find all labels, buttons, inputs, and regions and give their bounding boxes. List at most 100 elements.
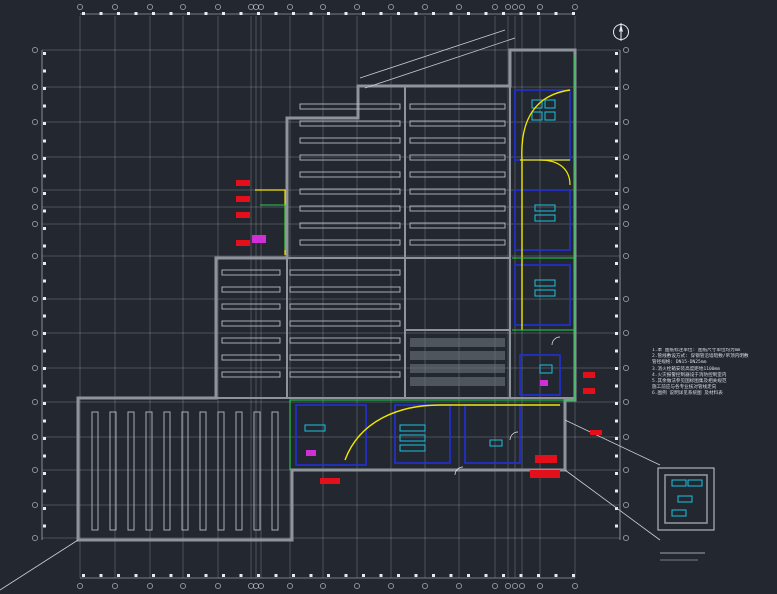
shelf-row bbox=[409, 222, 506, 229]
axis-bubble bbox=[623, 187, 629, 193]
fire-equipment bbox=[583, 372, 595, 378]
dimension-tick bbox=[43, 122, 46, 125]
fire-equipment bbox=[236, 212, 250, 218]
dimension-tick bbox=[615, 279, 618, 283]
axis-bubble bbox=[32, 154, 38, 160]
shelf-row bbox=[221, 286, 281, 293]
equipment-unit bbox=[531, 111, 543, 121]
axis-bubble bbox=[32, 502, 38, 508]
dimension-tick bbox=[187, 574, 190, 577]
fire-equipment bbox=[530, 470, 560, 478]
axis-bubble bbox=[505, 4, 511, 10]
hatched-slab bbox=[410, 377, 505, 386]
dimension-tick bbox=[344, 574, 348, 577]
axis-bubble bbox=[623, 399, 629, 405]
dimension-tick bbox=[449, 574, 453, 577]
equipment-room bbox=[394, 404, 451, 464]
dimension-tick bbox=[43, 507, 46, 510]
dimension-tick bbox=[43, 349, 46, 353]
pipe-run bbox=[521, 89, 571, 330]
fire-equipment bbox=[590, 430, 602, 435]
vertical-rack bbox=[235, 411, 243, 531]
detail-unit bbox=[677, 495, 693, 503]
dimension-tick bbox=[169, 12, 173, 15]
shelf-row bbox=[289, 286, 401, 293]
axis-bubble bbox=[32, 535, 38, 541]
dimension-tick bbox=[362, 574, 365, 577]
dimension-tick bbox=[43, 419, 46, 423]
axis-bubble bbox=[320, 4, 326, 10]
vertical-rack bbox=[181, 411, 189, 531]
vertical-rack bbox=[145, 411, 153, 531]
axis-bubble bbox=[32, 84, 38, 90]
dimension-tick bbox=[615, 122, 618, 125]
dimension-tick bbox=[572, 12, 575, 15]
dimension-tick bbox=[414, 574, 418, 577]
dimension-tick bbox=[554, 12, 558, 15]
dimension-tick bbox=[187, 12, 190, 15]
axis-bubble bbox=[623, 365, 629, 371]
vertical-rack bbox=[91, 411, 99, 531]
dimension-tick bbox=[43, 454, 46, 458]
hatched-slab bbox=[410, 351, 505, 360]
axis-bubble bbox=[32, 296, 38, 302]
rack-fixtures bbox=[91, 103, 506, 531]
shelf-row bbox=[299, 137, 401, 144]
equipment-unit bbox=[544, 111, 556, 121]
shelf-row bbox=[221, 269, 281, 276]
dimension-tick bbox=[397, 574, 400, 577]
dimension-tick bbox=[615, 437, 618, 440]
shelf-row bbox=[409, 137, 506, 144]
pipe-run bbox=[255, 189, 286, 255]
axis-bubble bbox=[112, 4, 118, 10]
axis-bubble bbox=[147, 583, 153, 589]
shelf-row bbox=[299, 188, 401, 195]
design-note-line: 2.管线敷设方式: 穿钢管沿墙暗敷/吊顶内明敷 bbox=[652, 354, 749, 360]
axis-bubble bbox=[512, 583, 518, 589]
dimension-tick bbox=[615, 472, 618, 475]
shelf-row bbox=[409, 205, 506, 212]
dimension-tick bbox=[379, 12, 383, 15]
axis-bubble bbox=[354, 4, 360, 10]
special-fixture bbox=[252, 235, 266, 243]
equipment-unit bbox=[399, 444, 426, 452]
dimension-tick bbox=[274, 574, 278, 577]
axis-bubble bbox=[32, 467, 38, 473]
shelf-row bbox=[289, 371, 401, 378]
dimension-tick bbox=[43, 262, 46, 265]
dimension-tick bbox=[43, 367, 46, 370]
shelf-row bbox=[299, 222, 401, 229]
dimension-tick bbox=[43, 437, 46, 440]
axis-bubble bbox=[32, 47, 38, 53]
door-swing bbox=[551, 336, 561, 346]
dimension-tick bbox=[99, 12, 103, 15]
shelf-row bbox=[409, 239, 506, 246]
dimension-tick bbox=[327, 12, 330, 15]
door-swing bbox=[454, 466, 464, 476]
dimension-tick bbox=[82, 12, 85, 15]
dimension-tick bbox=[43, 69, 46, 73]
dimension-tick bbox=[169, 574, 173, 577]
fire-equipment bbox=[535, 455, 557, 463]
fire-equipment bbox=[320, 478, 340, 484]
dimension-tick bbox=[519, 574, 523, 577]
vertical-rack bbox=[163, 411, 171, 531]
special-fixture bbox=[540, 380, 548, 386]
dimension-tick bbox=[615, 244, 618, 248]
axis-bubble bbox=[147, 4, 153, 10]
equipment-unit bbox=[399, 424, 426, 432]
design-note-line: 3.消火栓箱安装高度距地1100mm bbox=[652, 366, 721, 372]
dimension-tick bbox=[615, 314, 618, 318]
dimension-tick bbox=[43, 139, 46, 143]
dimension-tick bbox=[615, 367, 618, 370]
axis-bubble bbox=[505, 583, 511, 589]
dimension-tick bbox=[615, 69, 618, 73]
door-swing bbox=[509, 431, 519, 441]
axis-bubble bbox=[456, 583, 462, 589]
dimension-tick bbox=[327, 574, 330, 577]
shelf-row bbox=[289, 269, 401, 276]
dimension-tick bbox=[615, 192, 618, 195]
leader-line bbox=[564, 469, 661, 541]
dimension-tick bbox=[537, 574, 540, 577]
equipment-unit bbox=[531, 99, 543, 109]
